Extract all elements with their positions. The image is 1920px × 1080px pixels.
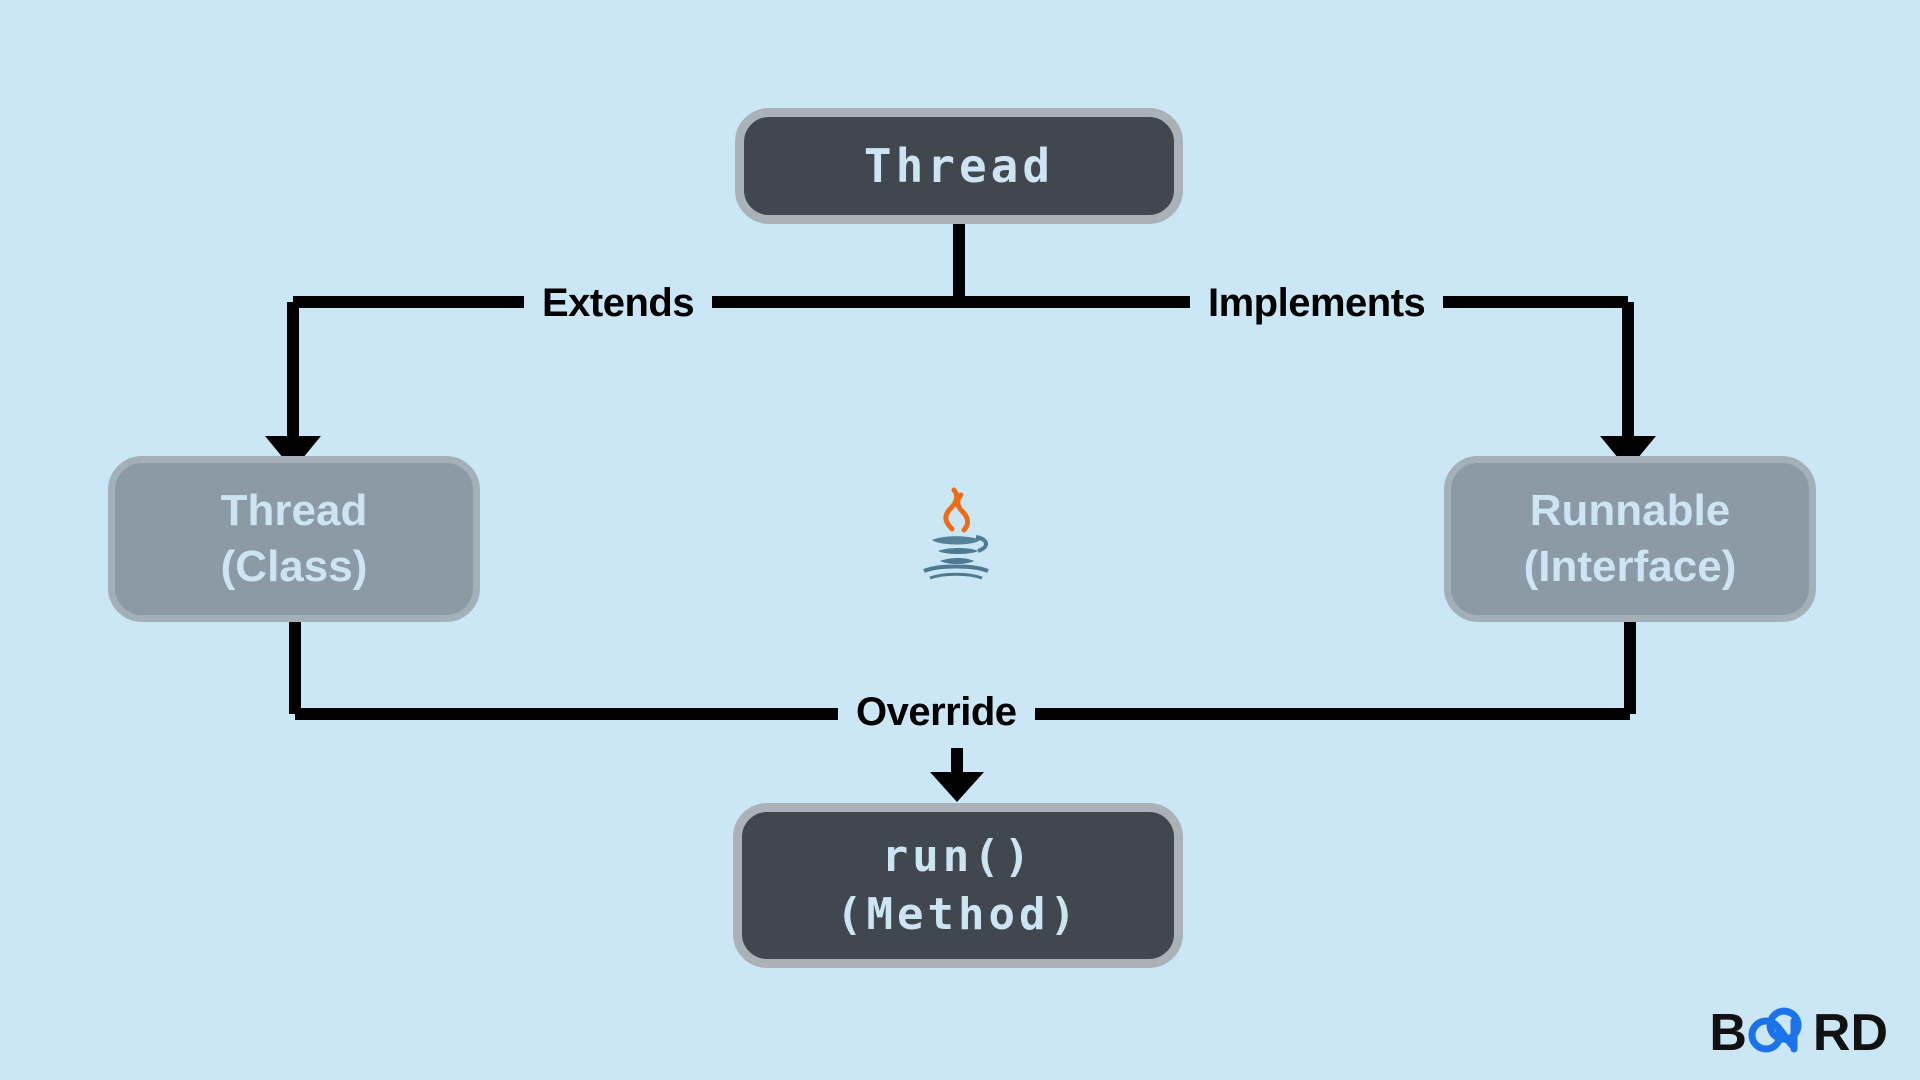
- java-ring-1: [938, 548, 978, 554]
- node-runnable-subtitle: (Interface): [1523, 542, 1737, 591]
- edge-label-override: Override: [838, 688, 1035, 737]
- arrowhead-override: [930, 772, 984, 802]
- node-thread-label: Thread: [863, 139, 1055, 193]
- arrowheads: [265, 436, 1656, 802]
- node-runnable-title: Runnable: [1529, 485, 1731, 535]
- node-run-method-subtitle: (Method): [836, 888, 1080, 940]
- java-logo-icon: [923, 487, 989, 580]
- board-logo: B RD: [1709, 1004, 1888, 1062]
- board-logo-infinity-icon: [1748, 1007, 1802, 1053]
- node-run-method[interactable]: run() (Method): [733, 803, 1183, 968]
- board-logo-b: B: [1709, 1004, 1747, 1062]
- arrowhead-implements: [1600, 436, 1656, 470]
- arrowhead-extends: [265, 436, 321, 470]
- java-steam-left: [943, 487, 960, 532]
- edge-label-implements: Implements: [1190, 279, 1444, 328]
- node-thread-class-title: Thread: [220, 485, 368, 535]
- java-ring-2: [940, 558, 974, 564]
- java-steam-right: [955, 492, 971, 533]
- board-logo-link: [1772, 1021, 1796, 1049]
- node-thread-class[interactable]: Thread (Class): [108, 456, 480, 622]
- node-thread-class-subtitle: (Class): [220, 542, 368, 591]
- java-cup-top: [932, 536, 980, 545]
- java-cup-handle: [975, 535, 988, 553]
- edge-label-extends: Extends: [524, 279, 713, 328]
- node-runnable-interface[interactable]: Runnable (Interface): [1444, 456, 1816, 622]
- java-saucer: [923, 564, 989, 573]
- java-saucer-2: [929, 572, 983, 580]
- board-logo-rd: RD: [1812, 1004, 1888, 1062]
- node-thread[interactable]: Thread: [735, 108, 1183, 224]
- node-run-method-title: run(): [881, 831, 1035, 883]
